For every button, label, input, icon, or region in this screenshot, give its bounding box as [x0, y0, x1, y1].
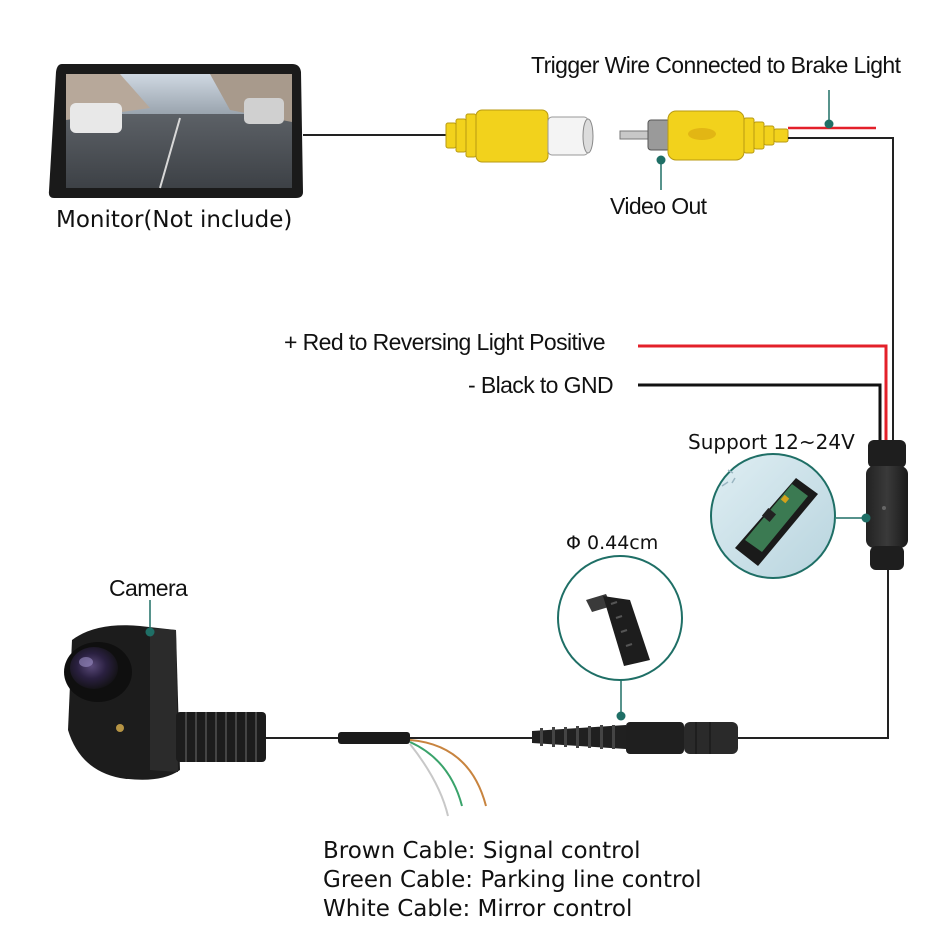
- circuit-board-inset: [710, 453, 836, 579]
- camera-callout: [145, 600, 155, 637]
- monitor: [48, 64, 303, 198]
- power-to-camera-cable: [738, 570, 889, 739]
- rca-female-connector: [445, 109, 594, 163]
- video-out-callout: [656, 155, 666, 190]
- monitor-label: Monitor(Not include): [56, 207, 293, 233]
- power-filter-box: [866, 440, 908, 570]
- connector-inset: [557, 555, 683, 681]
- camera-label: Camera: [109, 575, 188, 601]
- diameter-label: Φ 0.44cm: [566, 532, 659, 554]
- cable-function: Signal control: [482, 838, 641, 864]
- rca-male-video-out: [619, 110, 789, 161]
- reversing-red-wire: [638, 344, 888, 440]
- cable-legend-brown: Brown Cable: Signal control: [323, 838, 641, 864]
- cable-legend-white: White Cable: Mirror control: [323, 896, 632, 922]
- red-wire-label: + Red to Reversing Light Positive: [284, 329, 606, 355]
- aviation-connector: [532, 722, 738, 754]
- voltage-support-label: Support 12~24V: [688, 430, 855, 454]
- black-wire-label: - Black to GND: [468, 372, 614, 398]
- cable-function: Parking line control: [480, 867, 702, 893]
- camera: [64, 625, 266, 780]
- cable-legend-green: Green Cable: Parking line control: [323, 867, 701, 893]
- loose-control-wires: [409, 739, 487, 817]
- cable-function: Mirror control: [477, 896, 633, 922]
- support-callout: [836, 513, 871, 523]
- cable-splitter: [338, 732, 410, 744]
- trigger-wire-label: Trigger Wire Connected to Brake Light: [531, 52, 901, 78]
- trigger-callout: [824, 90, 834, 129]
- cable-name: Brown Cable:: [323, 838, 476, 864]
- ground-black-wire: [638, 383, 882, 440]
- cable-name: Green Cable:: [323, 867, 474, 893]
- cable-name: White Cable:: [323, 896, 471, 922]
- connector-callout: [616, 680, 626, 721]
- video-cable: [788, 137, 894, 440]
- video-out-label: Video Out: [610, 193, 707, 219]
